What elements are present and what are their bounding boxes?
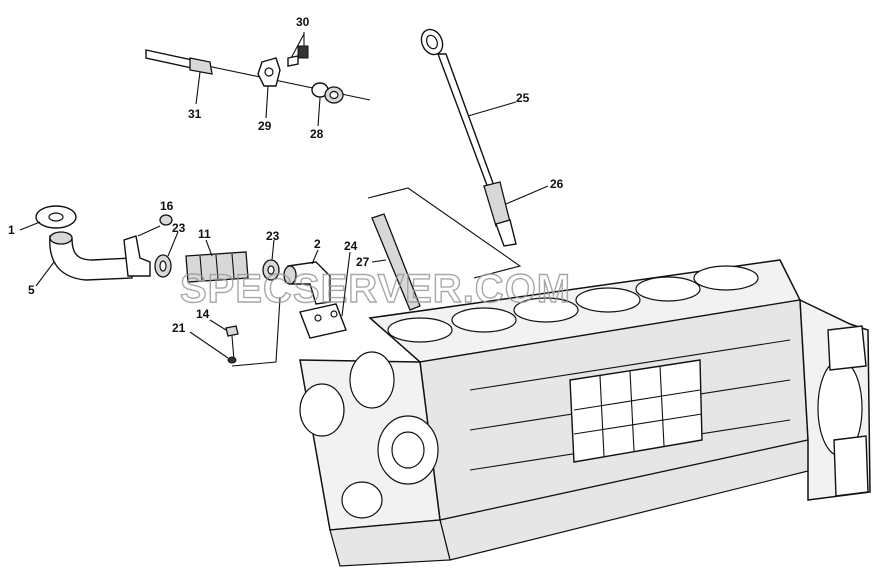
callout-2: 2: [314, 237, 321, 251]
callout-labels: 1 2 5 11 14 16 21 23 23 24 25 26 27 28 2…: [8, 15, 564, 335]
hose-part-11: [185, 251, 249, 283]
clamp-bracket-part-29: [257, 57, 281, 87]
callout-14: 14: [196, 307, 210, 321]
callout-16: 16: [160, 199, 174, 213]
tube-part-27: [367, 187, 522, 311]
callout-27: 27: [356, 255, 370, 269]
callout-29: 29: [258, 119, 272, 133]
engine-block: [299, 259, 871, 567]
gasket-part-24: [299, 303, 347, 339]
callout-26: 26: [550, 177, 564, 191]
bracket-part-16: [123, 214, 173, 277]
callout-31: 31: [188, 107, 202, 121]
callout-25: 25: [516, 91, 530, 105]
callout-23-left: 23: [172, 221, 186, 235]
callout-23-right: 23: [266, 229, 280, 243]
elbow-pipe-part-5: [49, 231, 133, 281]
dipstick-tube-part-26: [483, 181, 517, 247]
watermark: SPECSERVER.COM: [180, 267, 571, 311]
bolt-part-14: [225, 325, 239, 361]
nut-part-28: [311, 82, 344, 104]
callout-11: 11: [198, 227, 211, 241]
dipstick-part-25: [420, 28, 495, 189]
callout-28: 28: [310, 127, 324, 141]
washer-part-21: [227, 297, 281, 367]
callout-5: 5: [28, 283, 35, 297]
bolt-part-30: [287, 33, 309, 67]
ring-part-23-left: [154, 254, 172, 278]
callout-1: 1: [8, 223, 15, 237]
elbow-connector-part-2: [283, 261, 331, 305]
callout-24: 24: [344, 239, 358, 253]
callout-30: 30: [296, 15, 310, 29]
leader-lines: [19, 32, 549, 359]
callout-21: 21: [172, 321, 186, 335]
flange-part-1: [35, 205, 77, 229]
ring-part-23-right: [262, 259, 280, 281]
